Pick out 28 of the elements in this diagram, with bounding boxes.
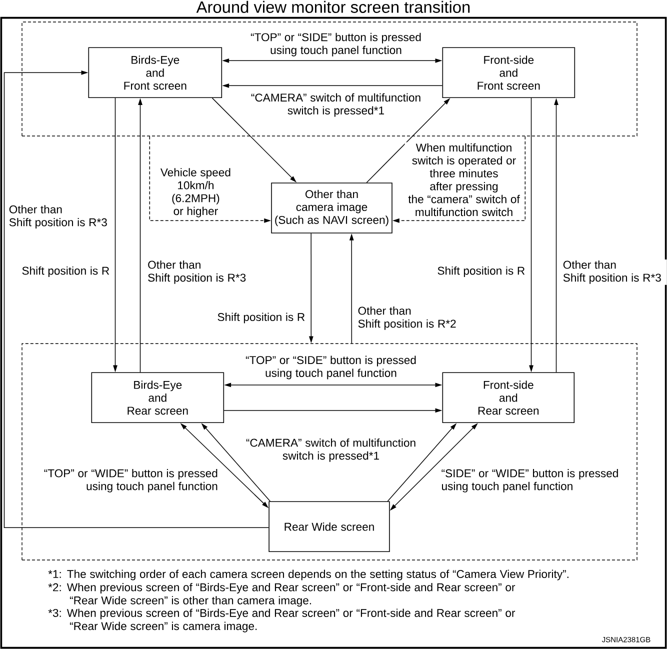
edge-label: When multifunction switch is operated or three minutes after pressing the “camera” switch of multifunction switch [404, 142, 524, 218]
edge-label: Vehicle speed 10km/h (6.2MPH) or higher [157, 167, 234, 218]
edge-label: “TOP” or “SIDE” button is pressed using touch panel function [242, 354, 420, 380]
state-box: Rear Wide screen [268, 501, 390, 552]
edge-label: “TOP” or “SIDE” button is pressed using touch panel function [246, 32, 426, 58]
dashed-group-frame [22, 343, 638, 560]
edge-label: “SIDE” or “WIDE” button is pressed using touch panel function [440, 468, 626, 494]
edge-label: Shift position is R [16, 265, 111, 278]
state-box: Other than camera image (Such as NAVI screen) [271, 182, 392, 234]
edge-label: “CAMERA” switch of multifunction switch is pressed*1 [247, 92, 425, 118]
dashed-group-frame [22, 22, 638, 136]
footnote: *1: The switching order of each camera screen depends on the setting status of “Camera View Priority”. [48, 570, 568, 580]
edge-label: Other than Shift position is R*3 [562, 260, 667, 285]
state-box: Front-side and Front screen [442, 47, 576, 98]
state-box: Front-side and Rear screen [442, 372, 575, 424]
arrow [4, 70, 270, 528]
footnote: *2: When previous screen of “Birds-Eye and Rear screen” or “Front-side and Rear screen” or “Rear Wide screen” is other than camera image. [48, 583, 516, 607]
edge-label: “CAMERA” switch of multifunction switch is pressed*1 [242, 438, 420, 463]
edge-label: “TOP” or “WIDE” button is pressed using touch panel function [37, 468, 219, 494]
state-box: Birds-Eye and Front screen [88, 47, 222, 98]
edge-label: Other than Shift position is R*2 [356, 306, 462, 331]
edge-label: Other than Shift position is R*3 [8, 204, 113, 230]
edge-label: Shift position is R [212, 312, 306, 324]
footnote: *3: When previous screen of “Birds-Eye and Rear screen” or “Front-side and Rear screen” or “Rear Wide screen” is camera image. [48, 608, 516, 632]
title: Around view monitor screen transition [196, 0, 470, 13]
edge-label: Other than Shift position is R*3 [146, 260, 252, 285]
edge-label: Shift position is R [432, 265, 526, 278]
state-box: Birds-Eye and Rear screen [91, 372, 224, 424]
